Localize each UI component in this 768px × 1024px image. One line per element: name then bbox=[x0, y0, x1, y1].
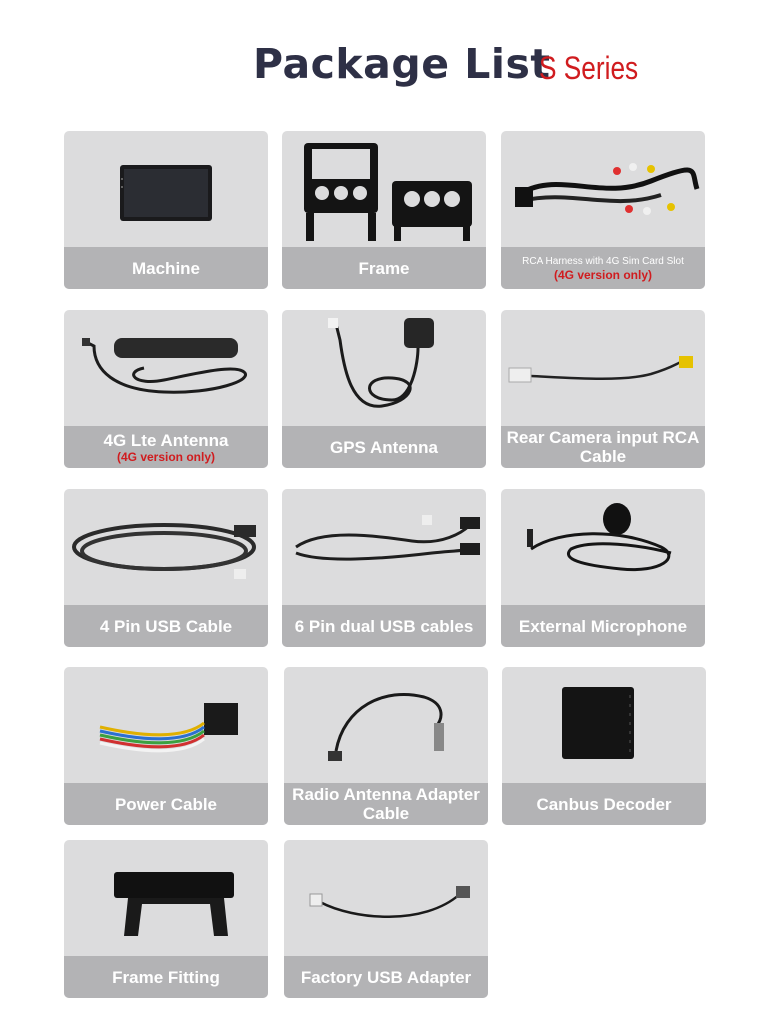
item-label: 6 Pin dual USB cables bbox=[282, 605, 486, 647]
microphone-image bbox=[501, 489, 705, 603]
item-label: 4G Lte Antenna (4G version only) bbox=[64, 426, 268, 468]
power-cable-image bbox=[64, 667, 268, 781]
package-item-radio-antenna-adapter: Radio Antenna Adapter Cable bbox=[284, 667, 488, 825]
package-item-canbus-decoder: Canbus Decoder bbox=[502, 667, 706, 825]
package-item-external-microphone: External Microphone bbox=[501, 489, 705, 647]
item-label: Power Cable bbox=[64, 783, 268, 825]
rear-camera-cable-image bbox=[501, 310, 705, 424]
series-label: S Series bbox=[539, 50, 639, 86]
package-item-6-pin-dual-usb-cables: 6 Pin dual USB cables bbox=[282, 489, 486, 647]
item-label: GPS Antenna bbox=[282, 426, 486, 468]
canbus-decoder-image bbox=[502, 667, 706, 781]
package-item-frame-fitting: Frame Fitting bbox=[64, 840, 268, 998]
4g-antenna-image bbox=[64, 310, 268, 424]
package-item-4-pin-usb-cable: 4 Pin USB Cable bbox=[64, 489, 268, 647]
package-item-machine: Machine bbox=[64, 131, 268, 289]
item-label: Machine bbox=[64, 247, 268, 289]
package-item-rear-camera-cable: Rear Camera input RCA Cable bbox=[501, 310, 705, 468]
6pin-dual-usb-image bbox=[282, 489, 486, 603]
package-item-factory-usb-adapter: Factory USB Adapter bbox=[284, 840, 488, 998]
item-label: 4 Pin USB Cable bbox=[64, 605, 268, 647]
package-item-4g-lte-antenna: 4G Lte Antenna (4G version only) bbox=[64, 310, 268, 468]
rca-harness-image bbox=[501, 131, 705, 245]
frame-image bbox=[282, 131, 486, 245]
item-label: Factory USB Adapter bbox=[284, 956, 488, 998]
machine-image bbox=[64, 131, 268, 245]
item-label: Frame bbox=[282, 247, 486, 289]
package-item-power-cable: Power Cable bbox=[64, 667, 268, 825]
gps-antenna-image bbox=[282, 310, 486, 424]
factory-usb-adapter-image bbox=[284, 840, 488, 954]
frame-fitting-image bbox=[64, 840, 268, 954]
item-label: External Microphone bbox=[501, 605, 705, 647]
package-item-gps-antenna: GPS Antenna bbox=[282, 310, 486, 468]
package-item-rca-harness: RCA Harness with 4G Sim Card Slot (4G ve… bbox=[501, 131, 705, 289]
page-header: Package List S Series bbox=[0, 40, 768, 100]
item-label: RCA Harness with 4G Sim Card Slot (4G ve… bbox=[501, 247, 705, 289]
radio-antenna-adapter-image bbox=[284, 667, 488, 781]
page-title: Package List bbox=[253, 40, 551, 88]
package-item-frame: Frame bbox=[282, 131, 486, 289]
item-label: Radio Antenna Adapter Cable bbox=[284, 783, 488, 825]
item-label: Canbus Decoder bbox=[502, 783, 706, 825]
4pin-usb-cable-image bbox=[64, 489, 268, 603]
item-label: Rear Camera input RCA Cable bbox=[501, 426, 705, 468]
item-label: Frame Fitting bbox=[64, 956, 268, 998]
